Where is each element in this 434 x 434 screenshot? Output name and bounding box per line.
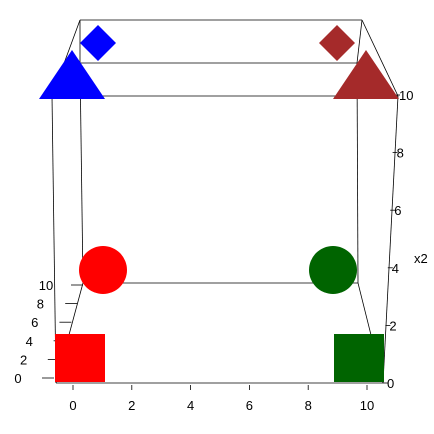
y-tick-label: 6 [31, 315, 38, 330]
point-square [334, 334, 384, 382]
box-edge [356, 62, 359, 284]
z-axis-title: x2 [414, 251, 428, 266]
z-tick-label: 2 [389, 318, 396, 333]
point-triangle [39, 50, 105, 99]
box-edge [356, 19, 363, 64]
y-tick-label: 8 [37, 297, 44, 312]
z-tick-label: 8 [397, 146, 404, 161]
x-tick-label: 2 [128, 398, 135, 413]
x-tick-label: 10 [360, 398, 374, 413]
point-diamond [80, 25, 116, 61]
y-tick-label: 10 [39, 278, 53, 293]
box-edge [361, 19, 399, 97]
point-circle [79, 246, 127, 294]
y-tick-label: 0 [14, 371, 21, 386]
y-tick-label: 4 [26, 334, 33, 349]
point-diamond [319, 25, 355, 61]
box-edge [382, 95, 399, 384]
y-tick-label: 2 [20, 352, 27, 367]
x-tick-label: 8 [305, 398, 312, 413]
z-tick-label: 4 [392, 261, 399, 276]
box-edge [79, 62, 84, 284]
bounding-box [51, 19, 399, 384]
z-tick-label: 6 [394, 203, 401, 218]
data-points [39, 25, 399, 382]
x-tick-label: 4 [187, 398, 194, 413]
x-tick-label: 6 [246, 398, 253, 413]
point-circle [309, 246, 357, 294]
x-tick-label: 0 [69, 398, 76, 413]
point-square [55, 334, 105, 382]
axis-tick-labels: 0 2 4 6 8 10 0 2 4 6 8 10 0 2 4 6 8 10 [14, 88, 413, 413]
z-tick-label: 10 [399, 88, 413, 103]
z-tick-label: 0 [387, 376, 394, 391]
point-triangle [333, 50, 399, 99]
